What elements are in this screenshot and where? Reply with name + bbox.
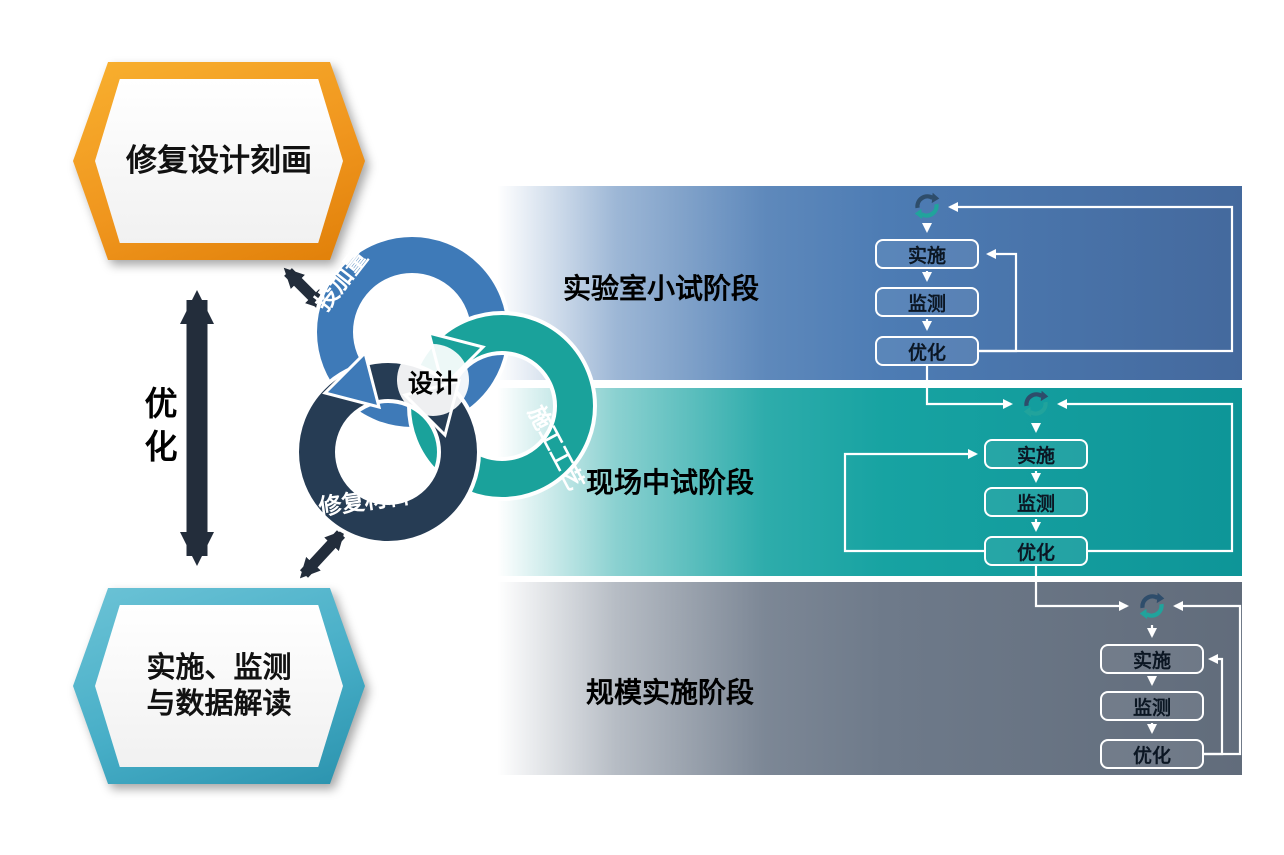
step-box-implement: 实施 — [1100, 644, 1204, 674]
top-stage-box-label: 修复设计刻画 — [126, 143, 312, 179]
step-box-implement: 实施 — [984, 439, 1088, 469]
optimize-label: 优化 — [140, 386, 177, 472]
step-box-optimize: 优化 — [1100, 739, 1204, 769]
recycle-icon-lab — [914, 192, 940, 220]
bottom-stage-box-frame: 实施、监测 与数据解读 — [73, 588, 365, 784]
step-box-monitor: 监测 — [1100, 691, 1204, 721]
recycle-icon-pilot — [1023, 390, 1049, 418]
step-box-optimize: 优化 — [875, 336, 979, 366]
recycle-icon-fullscale — [1139, 592, 1165, 620]
bottom-stage-box-label-line2: 与数据解读 — [146, 688, 292, 720]
bottom-stage-box-label-line1: 实施、监测 — [146, 651, 292, 684]
stage-name-lab: 实验室小试阶段 — [563, 273, 760, 304]
step-box-implement: 实施 — [875, 239, 979, 269]
bottom-stage-box: 实施、监测 与数据解读 — [73, 588, 365, 784]
step-box-monitor: 监测 — [984, 487, 1088, 517]
stage-name-fullscale: 规模实施阶段 — [586, 677, 755, 708]
stage-name-pilot: 现场中试阶段 — [586, 467, 755, 498]
step-box-optimize: 优化 — [984, 536, 1088, 566]
top-stage-box-frame: 修复设计刻画 — [73, 62, 365, 260]
stage-band-fullscale — [497, 582, 1242, 775]
top-stage-box: 修复设计刻画 — [73, 62, 365, 260]
design-center-label: 设计 — [407, 370, 458, 398]
dosage-ring-arrowhead — [322, 350, 382, 410]
step-box-monitor: 监测 — [875, 287, 979, 317]
material-label: 修复材料 — [316, 481, 412, 521]
link-arrow-bottom — [299, 529, 346, 579]
